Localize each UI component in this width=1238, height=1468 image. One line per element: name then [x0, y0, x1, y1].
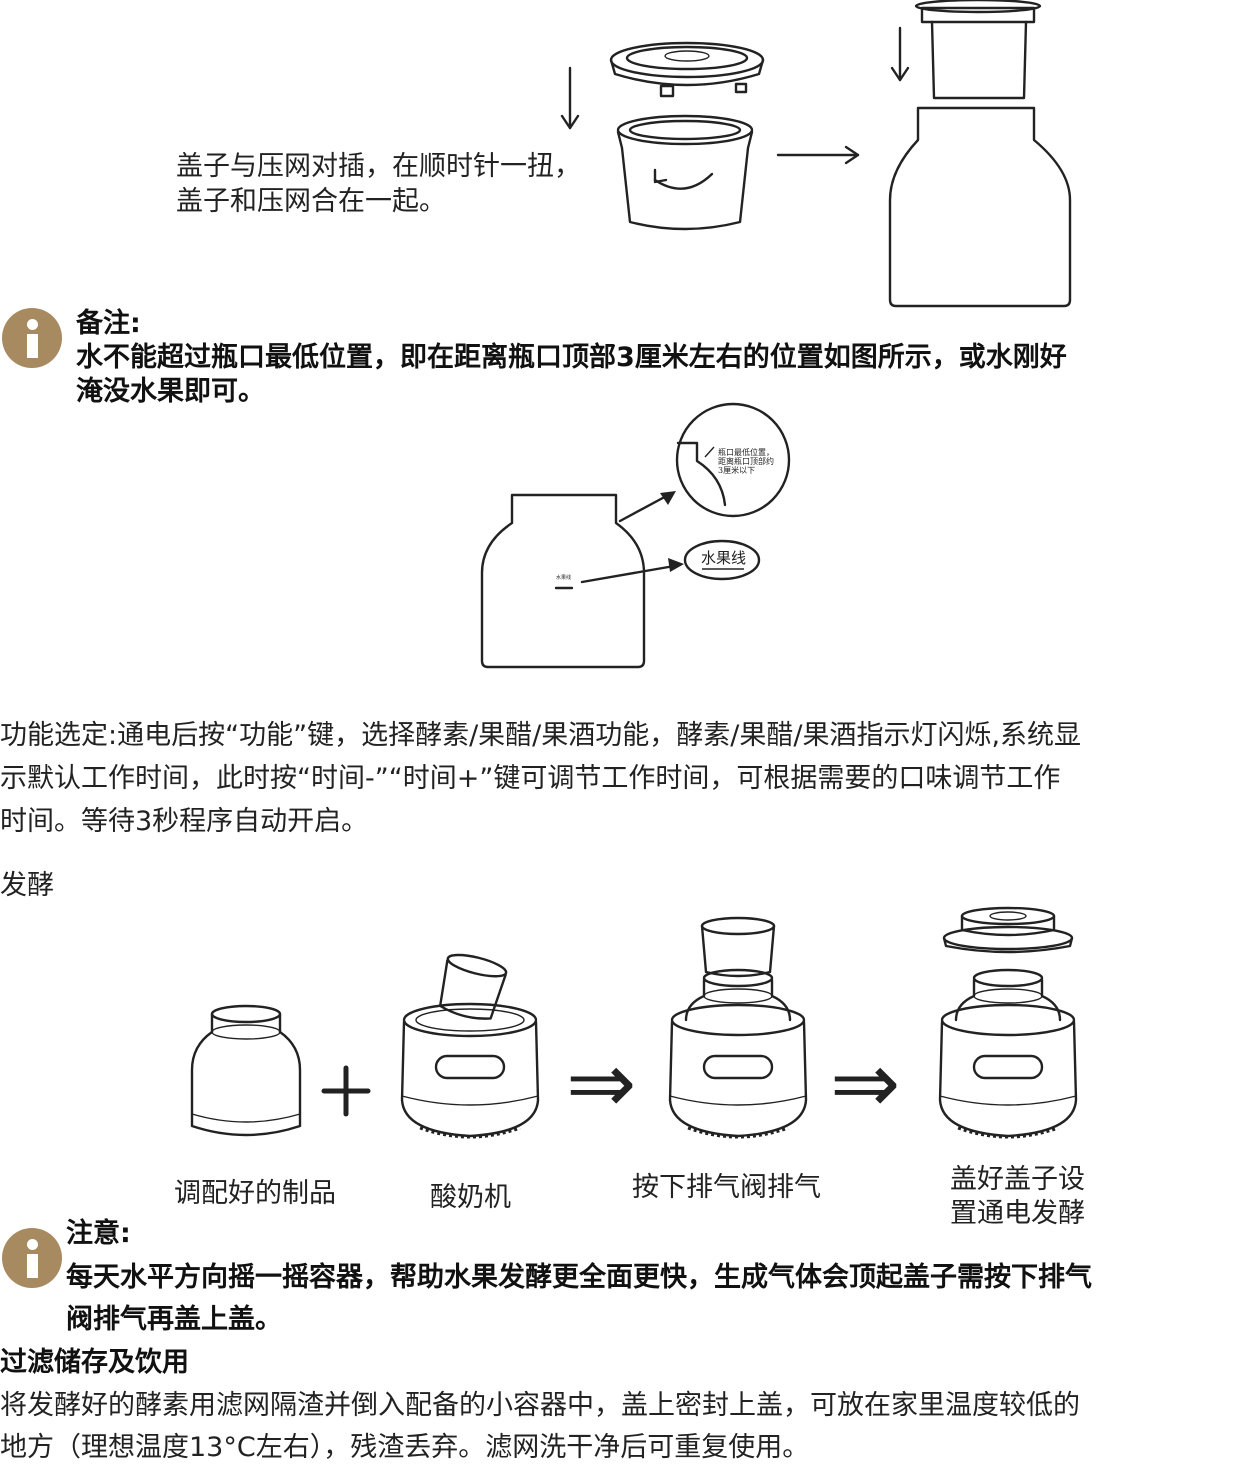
zoom-label-line1: 瓶口最低位置， — [718, 448, 774, 457]
note1-title: 备注: — [76, 308, 141, 339]
bottle-water-level-diagram — [480, 402, 791, 669]
step-top-caption-line1: 盖子与压网对插，在顺时针一扭， — [176, 151, 581, 182]
function-para-line1: 功能选定:通电后按“功能”键，选择酵素/果醋/果酒功能，酵素/果醋/果酒指示灯闪… — [0, 720, 1082, 751]
storage-line1: 将发酵好的酵素用滤网隔渣并倒入配备的小容器中，盖上密封上盖，可放在家里温度较低的 — [0, 1390, 1080, 1421]
function-para-line3: 时间。等待3秒程序自动开启。 — [0, 806, 369, 837]
ferment-heading: 发酵 — [0, 870, 54, 901]
zoom-label-line2: 距离瓶口顶部约 — [718, 457, 774, 466]
bottle-small-mark-label: 水果线 — [556, 575, 572, 581]
ferment-label-2: 酸奶机 — [430, 1182, 511, 1213]
info-icon — [2, 308, 62, 368]
function-para-line2: 示默认工作时间，此时按“时间-”“时间+”键可调节工作时间，可根据需要的口味调节… — [0, 763, 1061, 794]
step-top-caption-line2: 盖子和压网合在一起。 — [176, 186, 446, 217]
ferment-label-1: 调配好的制品 — [174, 1178, 336, 1209]
svg-text:⇒: ⇒ — [830, 1034, 900, 1132]
lid-strainer-illustration — [560, 0, 1072, 308]
ferment-label-3: 按下排气阀排气 — [632, 1172, 821, 1203]
info-icon — [2, 1228, 62, 1288]
zoom-label-line3: 3厘米以下 — [718, 466, 756, 475]
note2-line2: 阀排气再盖上盖。 — [66, 1304, 282, 1335]
fruit-line-label: 水果线 — [701, 549, 747, 567]
storage-line2: 地方（理想温度13°C左右），残渣丢弃。滤网洗干净后可重复使用。 — [0, 1432, 810, 1463]
fermentation-steps-illustration: ⇒ ⇒ — [190, 906, 1078, 1139]
svg-text:⇒: ⇒ — [566, 1034, 636, 1132]
note2-line1: 每天水平方向摇一摇容器，帮助水果发酵更全面更快，生成气体会顶起盖子需按下排气 — [66, 1262, 1092, 1293]
note1-line1: 水不能超过瓶口最低位置，即在距离瓶口顶部3厘米左右的位置如图所示，或水刚好 — [76, 342, 1067, 373]
ferment-label-4-line2: 置通电发酵 — [950, 1198, 1085, 1229]
note2-title: 注意: — [66, 1218, 131, 1249]
ferment-label-4-line1: 盖好盖子设 — [950, 1164, 1085, 1195]
note1-line2: 淹没水果即可。 — [76, 376, 265, 407]
storage-title: 过滤储存及饮用 — [0, 1347, 189, 1378]
